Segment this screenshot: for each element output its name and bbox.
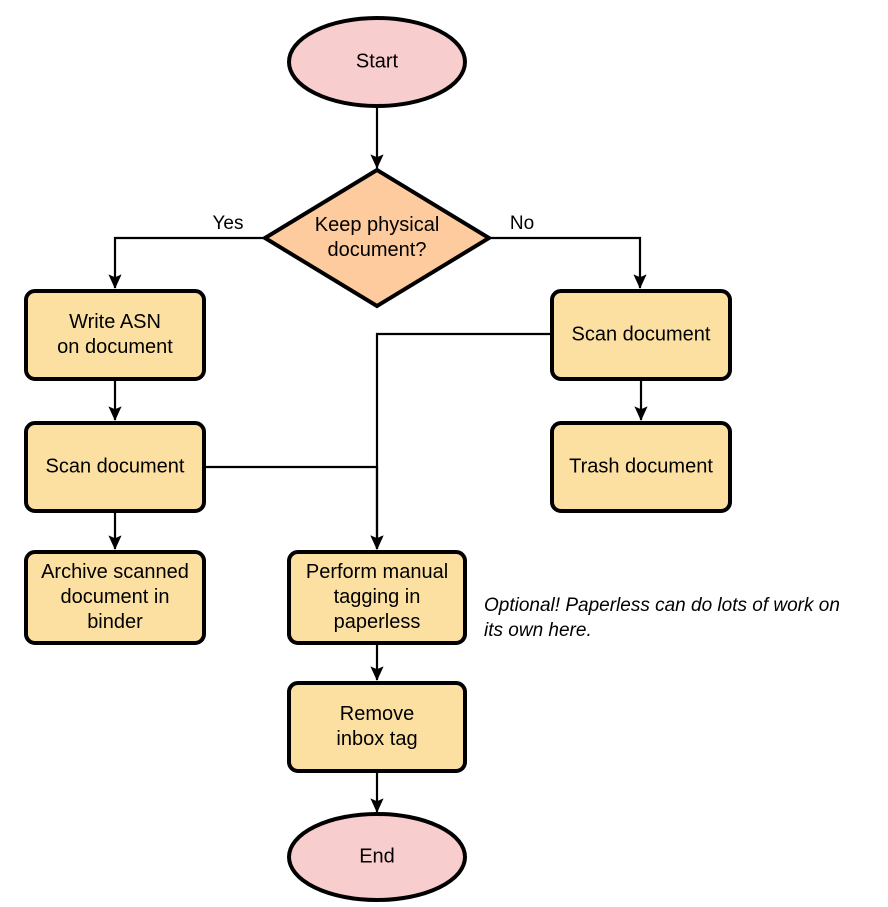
edges-layer: Yes No <box>108 107 648 813</box>
annotation-optional-note: Optional! Paperless can do lots of work … <box>484 595 840 641</box>
flow-node-scan-document-right[interactable]: Scan document <box>550 289 732 381</box>
node-label-line: Remove <box>340 703 414 725</box>
node-ellipse <box>287 812 467 902</box>
node-label-line: document? <box>328 239 427 261</box>
node-rect <box>287 550 467 645</box>
edge-path <box>370 332 552 550</box>
flow-node-end[interactable]: End <box>287 812 467 902</box>
edge-label-yes: Yes <box>213 213 244 234</box>
node-label-line: Write ASN <box>69 311 161 333</box>
flow-edge-decision-yes-to-write-asn: Yes <box>108 213 265 289</box>
edge-path <box>489 236 647 289</box>
node-rect <box>550 421 732 513</box>
flow-node-trash-document[interactable]: Trash document <box>550 421 732 513</box>
node-label-line: Start <box>356 50 399 72</box>
annotation-line: its own here. <box>484 620 592 641</box>
flow-node-start[interactable]: Start <box>287 16 467 108</box>
node-label-line: Archive scanned <box>41 561 189 583</box>
node-label-line: tagging in <box>334 586 421 608</box>
flow-node-manual-tagging[interactable]: Perform manual tagging in paperless <box>287 550 467 645</box>
flow-edge-scan-left-to-manual-tagging <box>204 465 384 550</box>
node-label-line: inbox tag <box>336 728 417 750</box>
flow-edge-decision-no-to-scan-right: No <box>489 213 647 289</box>
node-label-line: End <box>359 845 395 867</box>
annotations-layer: Optional! Paperless can do lots of work … <box>484 595 840 641</box>
edge-path <box>108 236 265 289</box>
node-label-line: Perform manual <box>306 561 448 583</box>
node-label-line: Scan document <box>572 323 711 345</box>
node-label-line: Trash document <box>569 455 713 477</box>
node-rect <box>24 550 206 645</box>
flow-node-write-asn[interactable]: Write ASN on document <box>24 289 206 381</box>
flow-edge-scan-right-to-manual-tagging <box>370 332 552 550</box>
node-label-line: binder <box>87 611 143 633</box>
flow-node-decision-keep-physical[interactable]: Keep physical document? <box>261 167 493 309</box>
node-label-line: Keep physical <box>315 214 440 236</box>
annotation-line: Optional! Paperless can do lots of work … <box>484 595 840 616</box>
node-rect <box>287 681 467 773</box>
node-ellipse <box>287 16 467 108</box>
edge-label-no: No <box>510 213 534 234</box>
flow-node-remove-inbox-tag[interactable]: Remove inbox tag <box>287 681 467 773</box>
node-label-line: on document <box>57 336 173 358</box>
flow-node-scan-document-left[interactable]: Scan document <box>24 421 206 513</box>
node-rect <box>24 289 206 381</box>
node-label-line: document in <box>61 586 170 608</box>
flow-node-archive-binder[interactable]: Archive scanned document in binder <box>24 550 206 645</box>
edge-path <box>204 465 384 550</box>
node-diamond <box>261 167 493 309</box>
node-label-line: paperless <box>334 611 421 633</box>
node-rect <box>550 289 732 381</box>
node-rect <box>24 421 206 513</box>
node-label-line: Scan document <box>46 455 185 477</box>
